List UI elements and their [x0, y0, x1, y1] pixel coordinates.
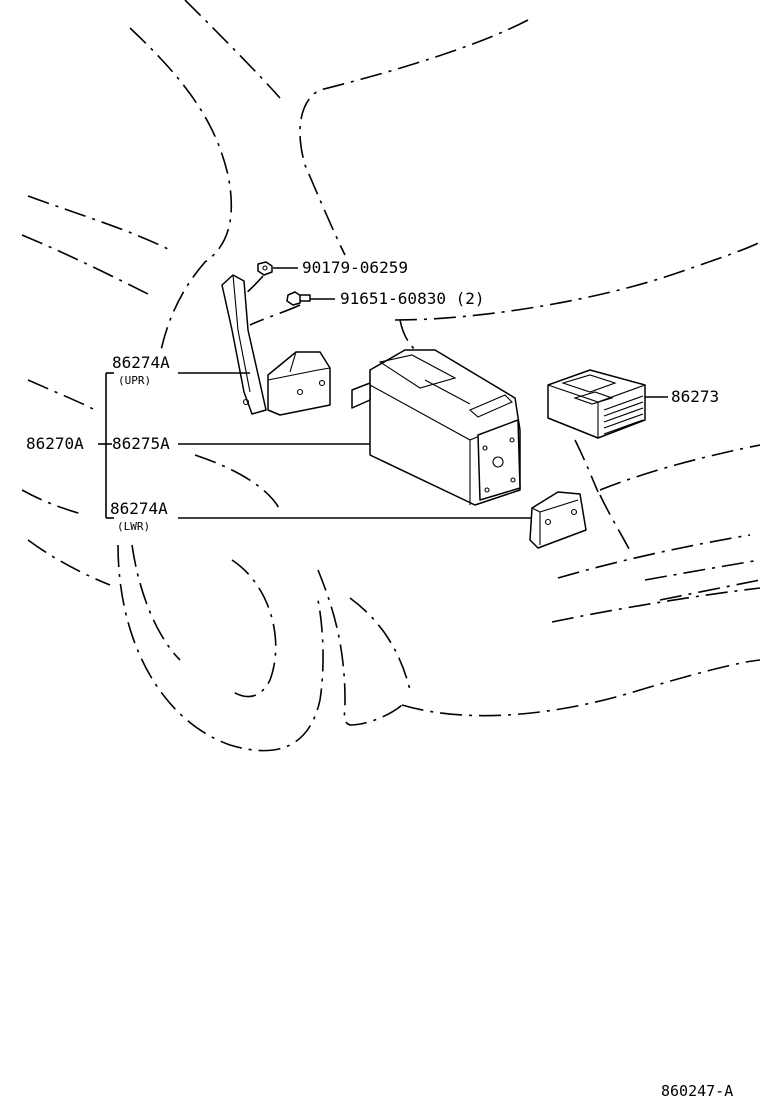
label-upper-note: (UPR) [118, 374, 151, 387]
main-unit-86275a-icon [351, 349, 521, 506]
label-86270a: 86270A [26, 434, 84, 453]
label-91651-60830: 91651-60830 (2) [340, 289, 485, 308]
nut-90179-icon [257, 261, 273, 276]
bracket-upper-icon [221, 274, 331, 416]
label-86274a-lower: 86274A [110, 499, 168, 518]
label-86275a: 86275A [112, 434, 170, 453]
label-90179-06259: 90179-06259 [302, 258, 408, 277]
bracket-lower-icon [529, 491, 587, 549]
component-86273-icon [547, 369, 646, 439]
bolt-91651-icon [286, 291, 311, 306]
reference-code: 860247-A [661, 1082, 733, 1100]
label-86274a-upper: 86274A [112, 353, 170, 372]
vehicle-body-outline [21, 0, 760, 752]
leader-lines [98, 267, 668, 519]
label-86273: 86273 [671, 387, 719, 406]
label-lower-note: (LWR) [117, 520, 150, 533]
